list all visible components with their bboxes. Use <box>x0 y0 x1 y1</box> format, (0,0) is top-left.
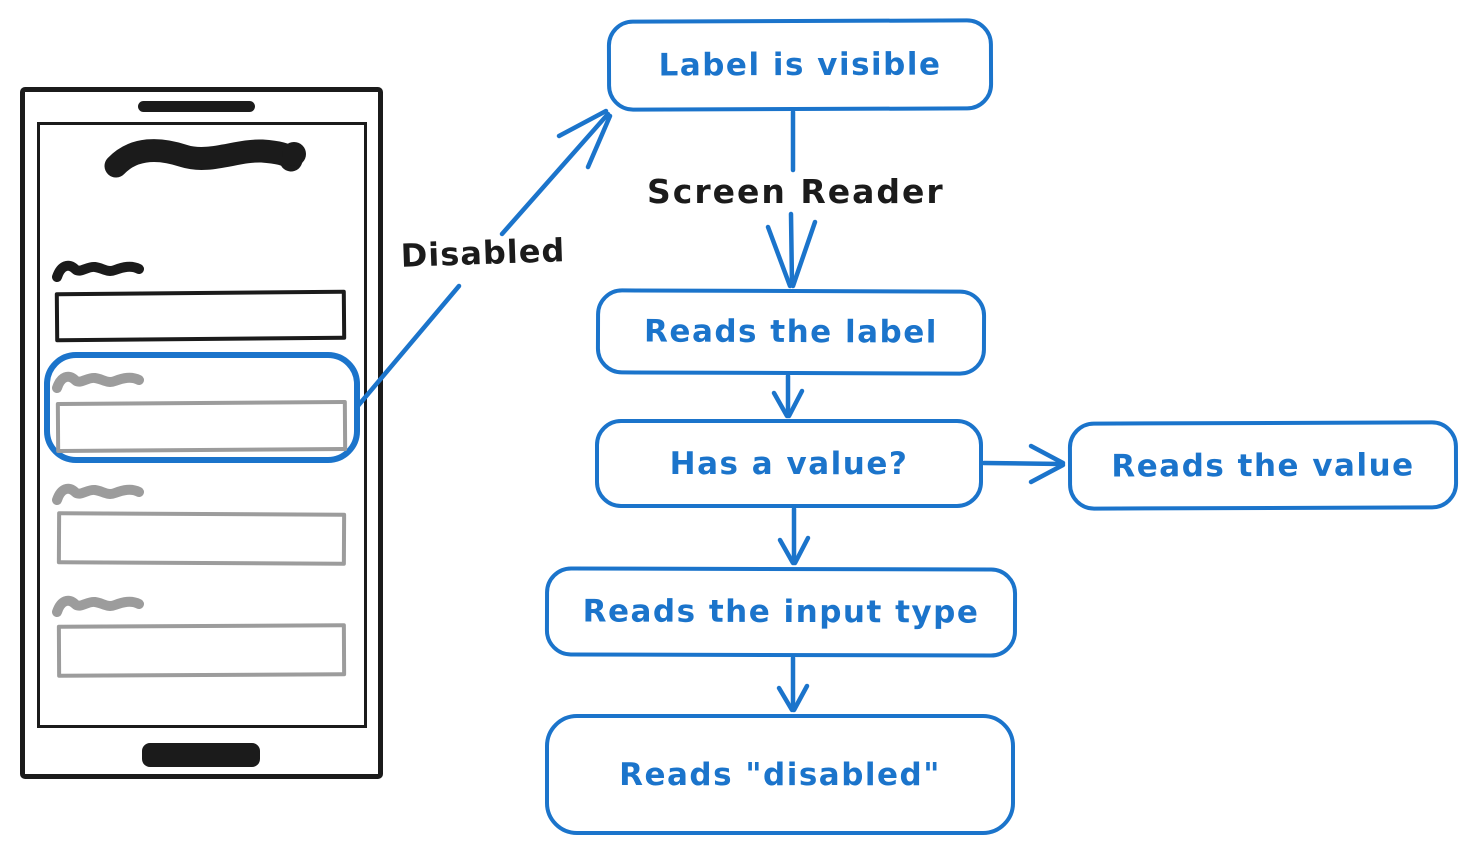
node-has-a-value: Has a value? <box>595 419 983 508</box>
node-label: Reads the value <box>1111 446 1415 485</box>
disabled-input-1 <box>55 399 348 454</box>
disabled-input-2 <box>56 511 347 566</box>
phone-home-button <box>142 743 260 767</box>
node-reads-the-input-type: Reads the input type <box>544 566 1018 658</box>
edge-hasvalue-to-readsinputtype <box>777 506 811 566</box>
edge-label-disabled: Disabled <box>400 231 566 275</box>
node-reads-the-value: Reads the value <box>1067 420 1459 511</box>
node-label: Has a value? <box>669 445 909 482</box>
node-reads-disabled: Reads "disabled" <box>545 714 1015 835</box>
enabled-text-input <box>54 289 347 343</box>
edge-hasvalue-to-readsvalue <box>981 443 1066 485</box>
node-reads-the-label: Reads the label <box>595 288 987 376</box>
edge-label-screen-reader: Screen Reader <box>647 172 945 211</box>
edge-readslabel-to-hasvalue <box>771 373 805 419</box>
edge-screenreader-to-readslabel <box>765 211 818 289</box>
node-label: Reads "disabled" <box>619 756 941 793</box>
phone-speaker-bar <box>138 101 255 112</box>
edge-readsinputtype-to-readsdisabled <box>776 655 810 713</box>
node-label: Reads the input type <box>582 593 980 631</box>
disabled-input-3 <box>56 623 347 678</box>
node-label-is-visible: Label is visible <box>606 18 994 112</box>
node-label: Label is visible <box>658 46 942 84</box>
node-label: Reads the label <box>644 313 938 351</box>
